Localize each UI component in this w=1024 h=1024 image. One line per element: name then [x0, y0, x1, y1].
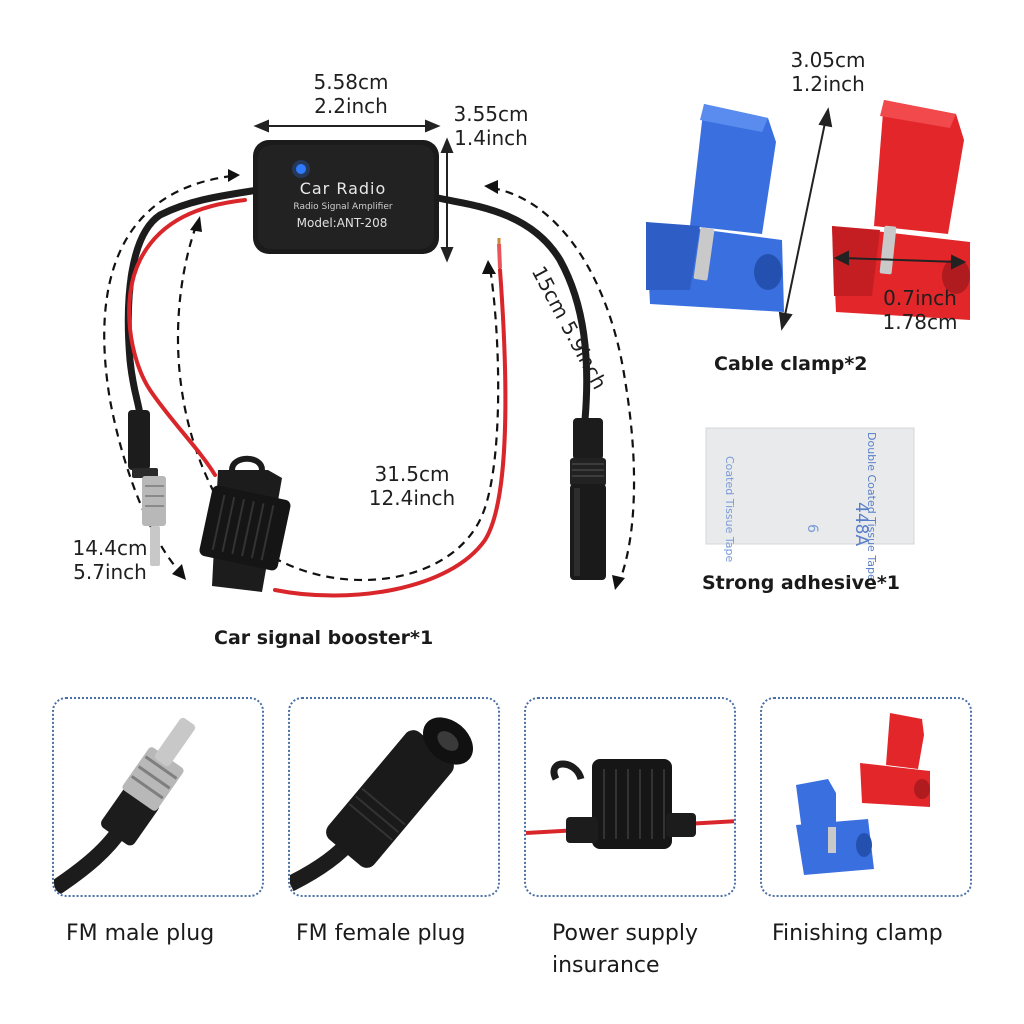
power-cable-dashed-arrow — [176, 225, 500, 581]
width-cm: 5.58cm — [313, 70, 389, 94]
right-cable-dashed-arrow — [491, 186, 636, 581]
left-cable-inch: 5.7inch — [73, 560, 147, 584]
left-cable-arrowhead-top — [228, 169, 240, 182]
right-cable-arrowhead-bottom — [612, 575, 625, 590]
clamp-caption: Cable clamp*2 — [714, 353, 868, 375]
clamp-detail-label: Finishing clamp — [772, 921, 943, 946]
width-arrow — [253, 119, 441, 133]
height-inch: 1.4inch — [454, 126, 528, 150]
detail-card-fuse — [524, 697, 736, 897]
clamp-length-arrow — [778, 107, 833, 331]
booster-caption: Car signal booster*1 — [214, 627, 434, 649]
fuse-label-line1: Power supply — [552, 921, 698, 946]
tape-text-3: Coated Tissue Tape — [723, 456, 736, 562]
tape-text-4: 6 — [804, 524, 820, 533]
male-plug-closeup — [54, 717, 196, 895]
male-plug-label: FM male plug — [66, 921, 215, 946]
right-black-cable — [434, 194, 591, 424]
tape-text-1: Double Coated Tissue Tape — [865, 432, 878, 581]
detail-card-female-plug — [288, 697, 500, 897]
fm-female-plug — [570, 418, 606, 580]
blue-cable-clamp — [646, 104, 784, 312]
red-cable-clamp — [832, 100, 970, 320]
clamps-closeup — [796, 713, 930, 875]
fuse-closeup — [526, 759, 734, 849]
clamp-width-cm: 1.78cm — [882, 310, 958, 334]
power-cable-arrowhead-right — [482, 260, 496, 274]
amp-model: Model:ANT-208 — [297, 216, 388, 230]
power-cable-arrowhead-top — [190, 216, 202, 232]
left-cable-cm: 14.4cm — [72, 536, 148, 560]
red-power-cable — [127, 198, 247, 477]
left-black-cable — [124, 186, 262, 419]
width-inch: 2.2inch — [314, 94, 388, 118]
fm-male-plug — [128, 410, 166, 566]
right-cable-arrowhead-top — [484, 180, 498, 194]
adhesive-tape: Double Coated Tissue Tape 448A Coated Ti… — [705, 427, 915, 581]
red-power-cable-lower — [273, 268, 508, 598]
height-dimension-label: 3.55cm 1.4inch — [446, 102, 536, 150]
clamp-width-arrow — [833, 250, 967, 270]
female-plug-closeup — [290, 717, 474, 892]
amplifier-box: Car Radio Radio Signal Amplifier Model:A… — [253, 140, 439, 254]
fuse-holder — [199, 455, 291, 592]
amp-subtitle: Radio Signal Amplifier — [293, 202, 393, 212]
power-cable-cm: 31.5cm — [374, 462, 450, 486]
clamp-length-cm: 3.05cm — [790, 48, 866, 72]
clamp-width-inch: 0.7inch — [883, 286, 957, 310]
detail-card-male-plug — [52, 697, 264, 897]
female-plug-label: FM female plug — [296, 921, 466, 946]
product-illustration: Car Radio Radio Signal Amplifier Model:A… — [103, 100, 970, 598]
power-cable-dimension-label: 31.5cm 12.4inch — [360, 462, 464, 510]
left-cable-dimension-label: 14.4cm 5.7inch — [58, 536, 162, 584]
width-dimension-label: 5.58cm 2.2inch — [296, 70, 406, 118]
detail-card-clamps — [760, 697, 972, 897]
height-cm: 3.55cm — [453, 102, 529, 126]
clamp-width-dimension-label: 0.7inch 1.78cm — [868, 286, 972, 334]
left-cable-arrowhead — [172, 564, 186, 580]
fuse-label-line2: insurance — [552, 953, 660, 978]
power-cable-inch: 12.4inch — [368, 486, 456, 510]
clamp-length-inch: 1.2inch — [791, 72, 865, 96]
amp-title: Car Radio — [300, 179, 387, 198]
indicator-led — [296, 164, 306, 174]
red-cable-tip — [497, 243, 502, 269]
tape-text-2: 448A — [851, 502, 871, 546]
clamp-length-dimension-label: 3.05cm 1.2inch — [776, 48, 880, 96]
adhesive-caption: Strong adhesive*1 — [702, 572, 901, 594]
